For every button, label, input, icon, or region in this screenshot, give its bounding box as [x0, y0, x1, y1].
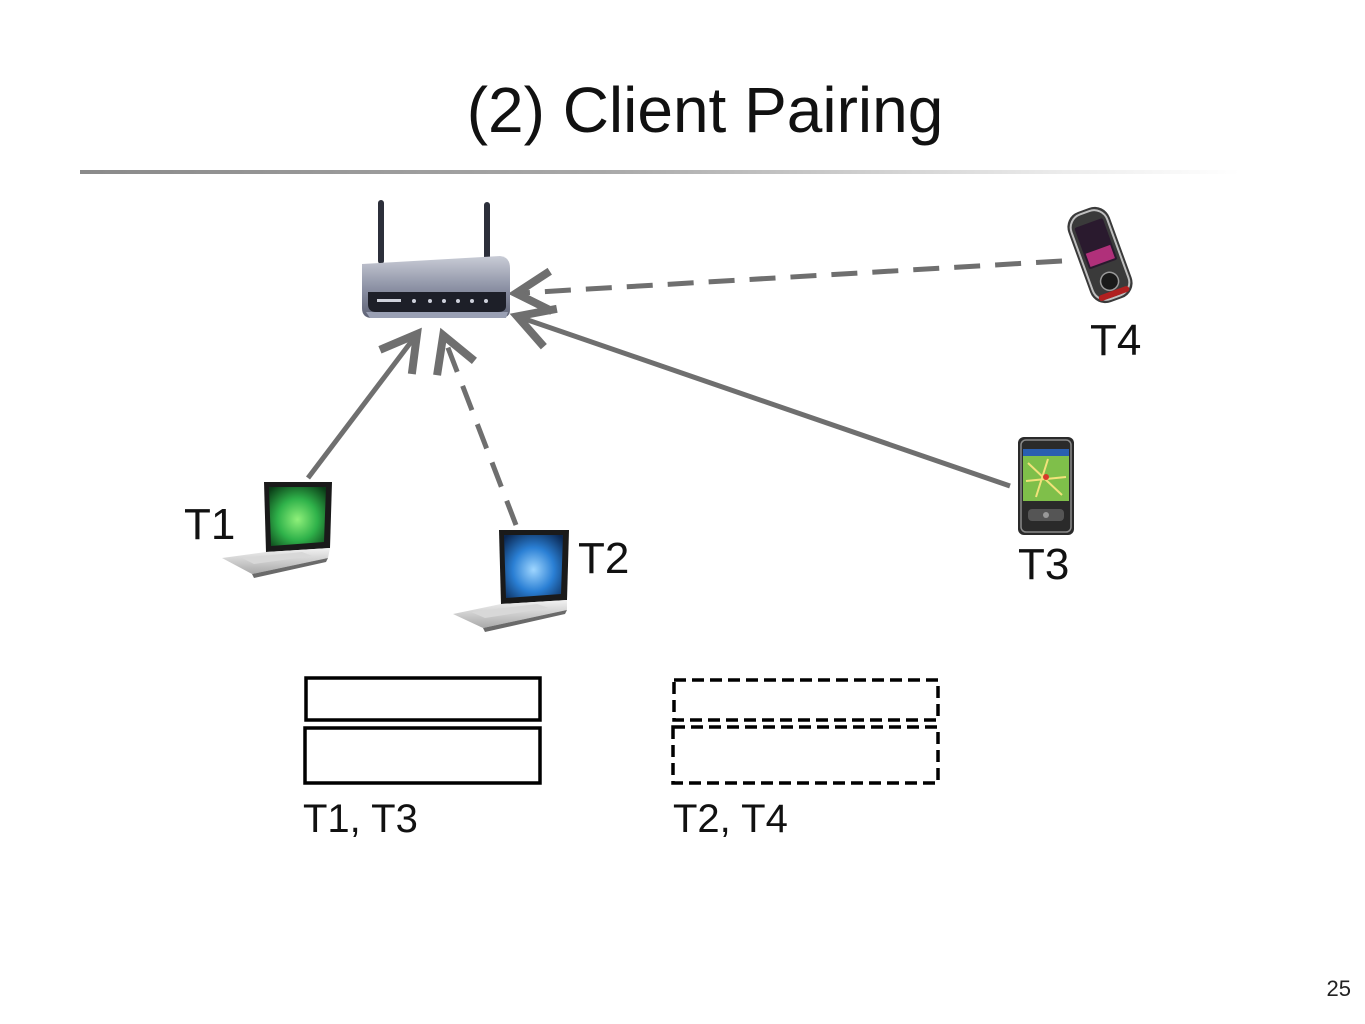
device-label-t3: T3	[1018, 540, 1070, 589]
device-label-t4: T4	[1090, 316, 1142, 365]
slide-title: (2) Client Pairing	[466, 74, 944, 146]
smartphone-t3-icon	[1018, 437, 1074, 535]
smartphone-t4-icon	[1067, 206, 1133, 304]
group-box-dashed	[671, 678, 940, 785]
link-t3-router	[509, 304, 1011, 489]
link-t4-router	[507, 258, 1063, 315]
wireless-router-icon	[362, 200, 510, 318]
device-label-t2: T2	[578, 534, 630, 583]
page-number: 25	[1326, 976, 1351, 1001]
laptop-t2-icon	[453, 530, 569, 632]
laptop-t1-icon	[222, 482, 332, 578]
link-t1-router	[306, 327, 422, 480]
device-label-t1: T1	[184, 500, 236, 549]
group-label-solid: T1, T3	[303, 797, 418, 841]
group-label-dashed: T2, T4	[673, 797, 788, 841]
title-divider	[80, 170, 1240, 174]
link-t2-router	[433, 327, 519, 526]
group-box-solid	[303, 676, 542, 785]
